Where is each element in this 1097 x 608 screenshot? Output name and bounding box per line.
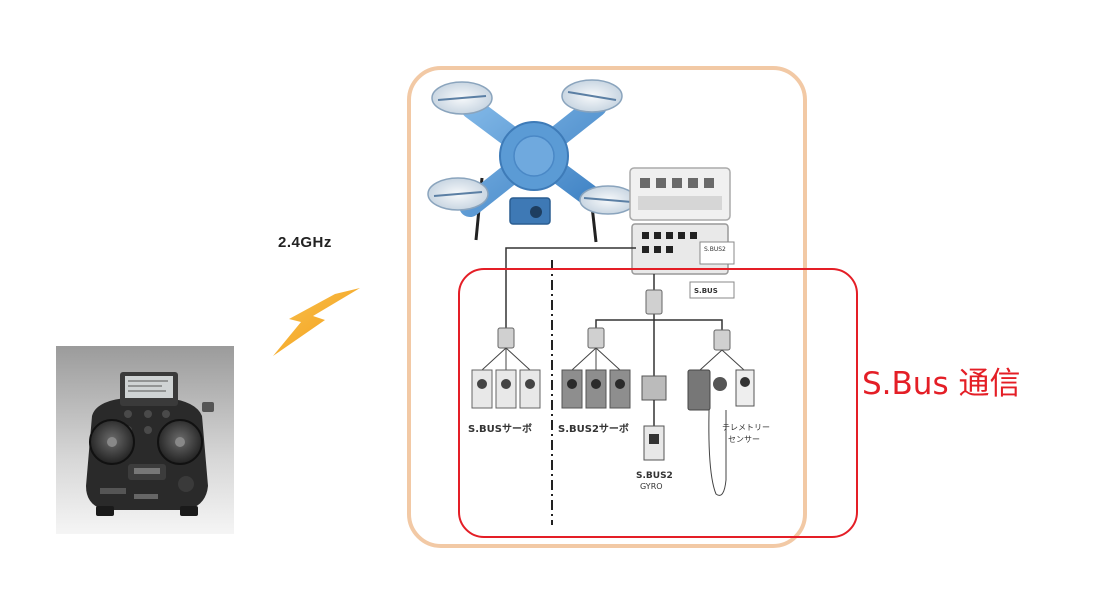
telemetry-sensors xyxy=(687,349,755,496)
receiver-tag-a: S.BUS2 xyxy=(704,246,726,253)
gyro-sbus2-label: S.BUS2 xyxy=(636,471,673,481)
flight-controller-stack xyxy=(629,167,731,221)
gyro-label: GYRO xyxy=(640,482,663,491)
wiring-diagram: S.BUS2 S.BUS S.BUSサーボ xyxy=(427,79,770,525)
sbus-servo-label: S.BUSサーボ xyxy=(468,422,532,435)
receiver xyxy=(631,223,735,275)
quadcopter-icon xyxy=(427,79,637,243)
sbus-servos xyxy=(471,347,541,409)
sbus-communication-label: S.Bus 通信 xyxy=(862,366,1021,402)
system-frame xyxy=(407,66,807,548)
receiver-tag-b: S.BUS xyxy=(694,287,718,295)
lightning-bolt-icon xyxy=(273,288,360,356)
frequency-label: 2.4GHz xyxy=(278,234,332,251)
telemetry-sensor-label-1: テレメトリー xyxy=(722,423,770,432)
sbus2-servo-label: S.BUS2サーボ xyxy=(558,422,629,435)
transmitter-icon xyxy=(56,346,234,534)
sbus-highlight-frame xyxy=(458,268,858,538)
sbus2-servos xyxy=(561,347,631,409)
telemetry-sensor-label-2: センサー xyxy=(728,435,760,444)
gyro-module xyxy=(641,375,667,461)
